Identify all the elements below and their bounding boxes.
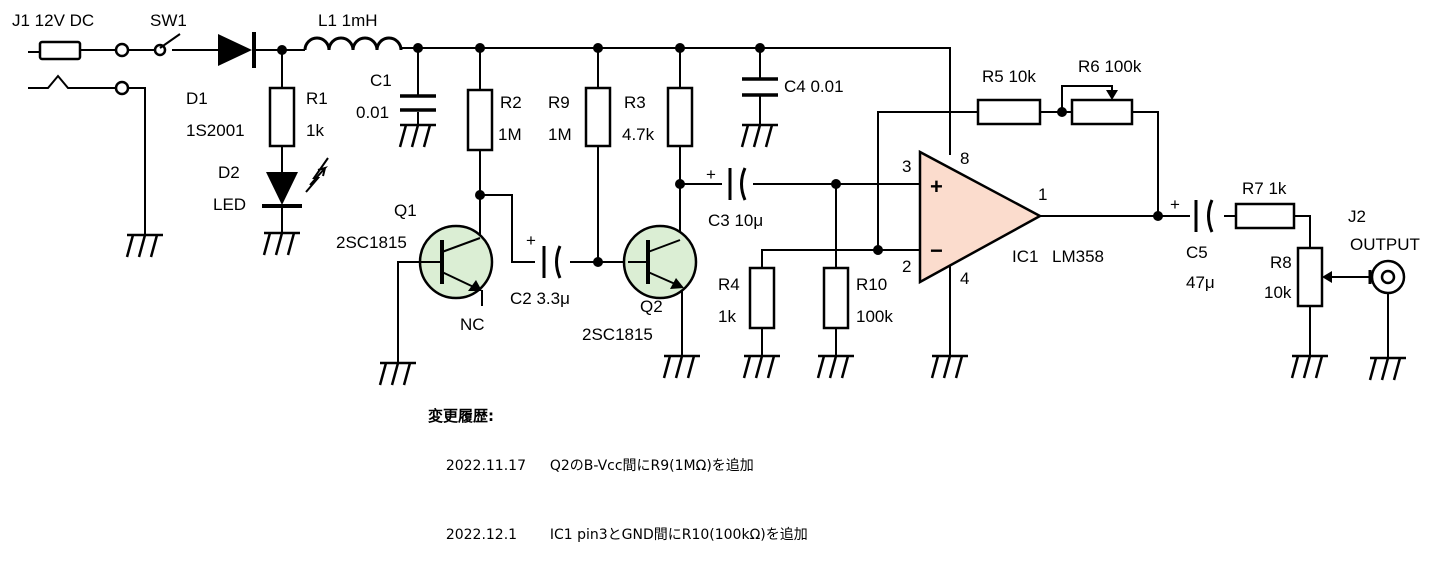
capacitor-c5 — [1194, 199, 1214, 233]
led-d2 — [262, 157, 329, 208]
label-r2-val: 1M — [498, 125, 522, 144]
label-c1-ref: C1 — [370, 71, 392, 90]
resistor-r4 — [748, 266, 776, 330]
label-q2-ref: Q2 — [640, 297, 663, 316]
capacitor-c1 — [400, 94, 436, 112]
label-r5: R5 10k — [982, 67, 1036, 86]
resistor-r9 — [584, 86, 612, 148]
label-r4-ref: R4 — [718, 275, 740, 294]
label-c3: C3 10μ — [708, 211, 763, 230]
label-r8-val: 10k — [1264, 283, 1292, 302]
label-j2-val: OUTPUT — [1350, 235, 1420, 254]
potentiometer-r6 — [1070, 90, 1134, 126]
label-c1-val: 0.01 — [356, 103, 389, 122]
label-ic1-val: LM358 — [1052, 247, 1104, 266]
capacitor-c3 — [728, 167, 747, 201]
resistor-r7 — [1234, 202, 1296, 230]
label-pin1: 1 — [1038, 185, 1047, 204]
component-labels: J1 12V DC SW1 L1 1mH D1 1S2001 R1 1k D2 … — [12, 11, 1420, 344]
label-r9-ref: R9 — [548, 93, 570, 112]
resistor-r5 — [976, 98, 1042, 126]
label-r6: R6 100k — [1078, 57, 1142, 76]
label-r9-val: 1M — [548, 125, 572, 144]
label-nc: NC — [460, 315, 485, 334]
label-pin3: 3 — [902, 157, 911, 176]
capacitor-c2 — [542, 245, 562, 279]
resistor-r10 — [822, 266, 850, 330]
label-c2-plus: + — [526, 231, 536, 250]
label-c5-ref: C5 — [1186, 243, 1208, 262]
label-l1: L1 1mH — [318, 11, 378, 30]
revision-date: 2022.12.1 — [445, 527, 518, 543]
label-c2: C2 3.3μ — [510, 289, 570, 308]
transistor-q2 — [622, 224, 698, 300]
diode-d1 — [218, 32, 256, 68]
junctions — [277, 43, 1163, 267]
label-r10-val: 100k — [856, 307, 893, 326]
output-jack-j2 — [1368, 259, 1406, 295]
label-c5-val: 47μ — [1186, 273, 1215, 292]
dc-jack-j1 — [28, 40, 130, 96]
label-c4: C4 0.01 — [784, 77, 844, 96]
label-pin4: 4 — [960, 269, 969, 288]
opamp-ic1 — [918, 149, 1043, 285]
opamp-plus-sign: + — [930, 174, 943, 199]
resistor-r3 — [666, 86, 694, 148]
label-sw1: SW1 — [150, 11, 187, 30]
capacitor-c4 — [742, 77, 778, 97]
label-pin2: 2 — [902, 257, 911, 276]
revision-date: 2022.11.17 — [445, 458, 526, 474]
revision-entry: 2022.11.17 Q2のB-Vcc間にR9(1MΩ)を追加 — [428, 432, 808, 501]
revision-entry: 2022.12.1 IC1 pin3とGND間にR10(100kΩ)を追加 — [428, 501, 808, 570]
label-r4-val: 1k — [718, 307, 736, 326]
revision-history-title: 変更履歴: — [428, 407, 494, 425]
label-c5-plus: + — [1170, 195, 1180, 214]
label-d2-ref: D2 — [218, 163, 240, 182]
revision-history: 変更履歴: 2022.11.17 Q2のB-Vcc間にR9(1MΩ)を追加 202… — [428, 405, 808, 570]
revision-text: IC1 pin3とGND間にR10(100kΩ)を追加 — [549, 527, 808, 543]
resistor-r1 — [268, 86, 296, 148]
label-j1: J1 12V DC — [12, 11, 94, 30]
label-d1-val: 1S2001 — [186, 121, 245, 140]
inductor-l1 — [303, 36, 403, 51]
potentiometer-r8 — [1296, 246, 1332, 308]
label-q1-ref: Q1 — [394, 201, 417, 220]
label-c3-plus: + — [706, 165, 716, 184]
label-r7: R7 1k — [1242, 179, 1287, 198]
label-d2-val: LED — [213, 195, 246, 214]
label-pin8: 8 — [960, 149, 969, 168]
label-r10-ref: R10 — [856, 275, 887, 294]
circuit-schematic: J1 12V DC SW1 L1 1mH D1 1S2001 R1 1k D2 … — [12, 11, 1420, 387]
label-ic1-ref: IC1 — [1012, 247, 1038, 266]
transistor-q1 — [418, 224, 494, 300]
ground-symbols — [125, 123, 1408, 387]
label-q2-val: 2SC1815 — [582, 325, 653, 344]
opamp-minus-sign: − — [930, 238, 943, 263]
label-r3-ref: R3 — [624, 93, 646, 112]
label-j2-ref: J2 — [1348, 207, 1366, 226]
label-q1-val: 2SC1815 — [336, 233, 407, 252]
label-r2-ref: R2 — [500, 93, 522, 112]
label-d1-ref: D1 — [186, 89, 208, 108]
resistor-r2 — [466, 88, 494, 152]
revision-text: Q2のB-Vcc間にR9(1MΩ)を追加 — [549, 458, 754, 474]
label-r1-ref: R1 — [306, 89, 328, 108]
label-r1-val: 1k — [306, 121, 324, 140]
label-r3-val: 4.7k — [622, 125, 655, 144]
switch-sw1 — [153, 33, 181, 57]
label-r8-ref: R8 — [1270, 253, 1292, 272]
